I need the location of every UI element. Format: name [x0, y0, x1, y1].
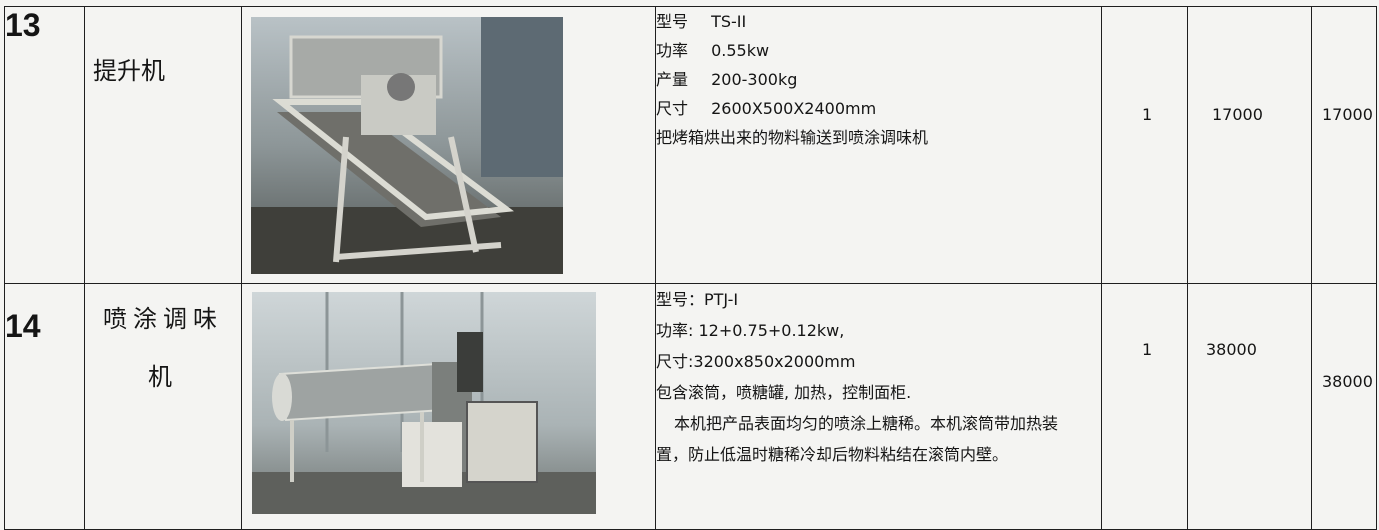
table-row: 14 喷涂调味 机 [4, 283, 1377, 530]
spec-line: 型号：PTJ-I [656, 290, 739, 309]
item-number: 13 [4, 6, 85, 284]
price-cell: 17000 [1187, 6, 1312, 284]
total-cell: 38000 [1311, 283, 1377, 530]
unit-price: 38000 [1206, 340, 1257, 359]
quantity: 1 [1142, 105, 1153, 124]
qty-cell: 1 [1101, 6, 1188, 284]
item-name-line: 喷涂调味 [103, 305, 223, 333]
spec-cell: 型号 TS-II 功率 0.55kw 产量 200-300kg 尺寸 2600X… [655, 6, 1102, 284]
spec-line: 尺寸 2600X500X2400mm [656, 94, 1101, 123]
item-name-cell: 喷涂调味 机 [84, 283, 242, 530]
spec-value: TS-II [711, 12, 747, 31]
qty-cell: 1 [1101, 283, 1188, 530]
coating-machine-photo [252, 292, 596, 514]
spec-description: 本机把产品表面均匀的喷涂上糖稀。本机滚筒带加热装置，防止低温时糖稀冷却后物料粘结… [656, 414, 1059, 464]
spec-key: 尺寸 [656, 99, 689, 118]
item-photo-cell [241, 6, 656, 284]
spec-cell: 型号：PTJ-I 功率: 12+0.75+0.12kw, 尺寸:3200x850… [655, 283, 1102, 530]
spec-line: 型号 TS-II [656, 7, 1101, 36]
spec-value: 0.55kw [711, 41, 770, 60]
total-price: 38000 [1322, 372, 1373, 391]
spec-value: 200-300kg [711, 70, 798, 89]
quantity: 1 [1142, 340, 1153, 359]
table-row: 13 提升机 [4, 6, 1377, 284]
spec-key: 功率 [656, 41, 689, 60]
item-name: 提升机 [93, 57, 165, 85]
spec-value: 2600X500X2400mm [711, 99, 877, 118]
item-photo-cell [241, 283, 656, 530]
item-name-line: 机 [148, 363, 178, 391]
spec-key: 型号 [656, 12, 689, 31]
total-cell: 17000 [1311, 6, 1377, 284]
item-name: 喷涂调味 机 [85, 284, 241, 406]
spec-line: 产量 200-300kg [656, 65, 1101, 94]
spec-line: 包含滚筒，喷糖罐, 加热，控制面柜. [656, 383, 912, 402]
item-number: 14 [4, 283, 85, 530]
spec-line: 尺寸:3200x850x2000mm [656, 352, 856, 371]
spec-description: 把烤箱烘出来的物料输送到喷涂调味机 [656, 128, 929, 147]
equipment-quote-table: 13 提升机 [4, 6, 1377, 530]
item-name-cell: 提升机 [84, 6, 242, 284]
spec-key: 产量 [656, 70, 689, 89]
elevator-photo [251, 17, 563, 274]
price-cell: 38000 [1187, 283, 1312, 530]
unit-price: 17000 [1212, 105, 1263, 124]
spec-line: 功率: 12+0.75+0.12kw, [656, 321, 845, 340]
total-price: 17000 [1322, 105, 1373, 124]
spec-line: 功率 0.55kw [656, 36, 1101, 65]
